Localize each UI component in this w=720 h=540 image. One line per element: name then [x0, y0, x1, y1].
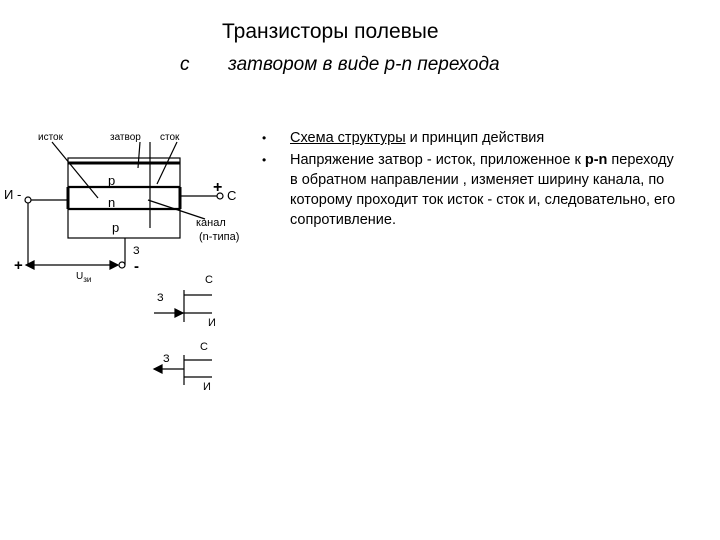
sym1-label-z: З — [157, 292, 164, 304]
sym2-label-i: И — [203, 381, 211, 393]
channel-leader — [147, 199, 206, 220]
bullet-list: • Схема структуры и принцип действия • Н… — [262, 128, 682, 232]
jfet-symbol-n-channel — [154, 290, 212, 322]
label-gate: затвор — [110, 132, 141, 143]
source-leader — [51, 141, 99, 199]
label-p-top: p — [108, 173, 115, 188]
gate-leader — [137, 141, 141, 169]
jfet-structure — [24, 141, 224, 270]
drain-leader — [156, 141, 178, 185]
label-vgs: Uзи — [76, 271, 91, 284]
sym2-gate-arrow-icon — [152, 364, 163, 374]
subtitle-prefix: с — [180, 54, 190, 75]
vgs-arrow-right-icon — [109, 260, 120, 270]
bullet-item-principle: • Напряжение затвор - исток, приложенное… — [262, 150, 682, 230]
sym1-gate-arrow-icon — [174, 308, 185, 318]
sym1-label-c: С — [205, 274, 213, 286]
title-text: Транзисторы полевые — [222, 20, 439, 43]
jfet-symbol-p-channel — [152, 355, 212, 385]
label-drain-plus: + — [213, 179, 222, 196]
bullet-lead-text: Напряжение затвор - исток, приложенное к — [290, 152, 585, 168]
bullet-item-structure: • Схема структуры и принцип действия — [262, 128, 682, 148]
label-channel-1: канал — [196, 217, 226, 229]
label-source-terminal: И - — [4, 187, 21, 202]
sym1-label-i: И — [208, 317, 216, 329]
label-gate-minus: - — [134, 258, 139, 275]
label-drain: сток — [160, 132, 180, 143]
drain-terminal — [216, 192, 224, 200]
label-p-bottom: p — [112, 220, 119, 235]
label-plus-left: + — [14, 257, 23, 274]
bullet-dot-icon: • — [262, 131, 267, 145]
label-source: исток — [38, 132, 64, 143]
label-drain-terminal: С — [227, 188, 236, 203]
label-gate-terminal: З — [133, 245, 140, 257]
label-channel-2: (n-типа) — [199, 231, 239, 243]
source-terminal — [24, 196, 32, 204]
bullet-bold-text: p-n — [584, 152, 608, 168]
gate-terminal — [118, 261, 126, 269]
bullet-underlined-text: Схема структуры — [290, 130, 406, 146]
sym2-label-c: С — [200, 341, 208, 353]
bullet-rest-text: и принцип действия — [405, 130, 545, 146]
vgs-arrow-left-icon — [24, 260, 35, 270]
bullet-dot-icon: • — [262, 153, 267, 167]
subtitle: затвором в виде p-n перехода — [228, 54, 500, 75]
bullet-body-text: переходу в обратном направлении , изменя… — [290, 152, 676, 228]
sym2-label-z: З — [163, 353, 170, 365]
label-n: n — [108, 195, 115, 210]
